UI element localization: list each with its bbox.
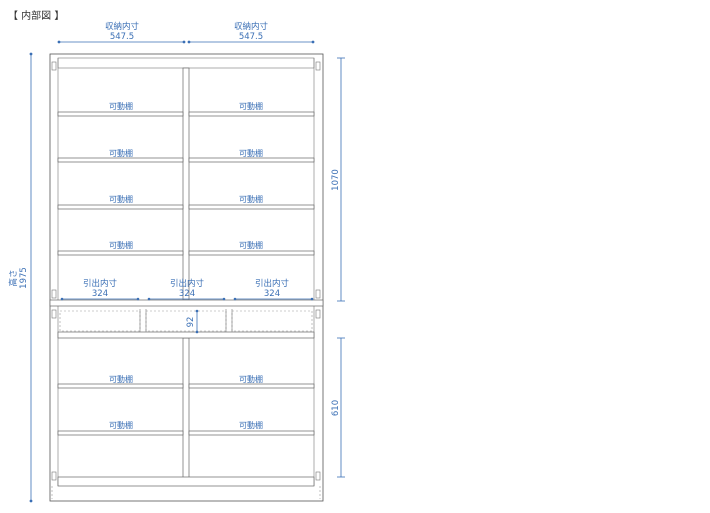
- drawer-2-dim-value: 324: [179, 289, 195, 299]
- top-left-dim-value: 547.5: [110, 32, 134, 42]
- shelf-label: 可動棚: [109, 101, 133, 111]
- shelf-label: 可動棚: [239, 148, 263, 158]
- height-dim-value: 1975: [19, 267, 29, 289]
- drawer-2-dim-label: 引出内寸: [170, 278, 205, 289]
- top-left-dim-label: 収納内寸: [105, 21, 140, 32]
- lower-section-dim-value: 610: [331, 400, 341, 416]
- cabinet-body: [49, 53, 324, 502]
- height-dimension: 高さ 1975: [8, 52, 33, 503]
- top-left-dimension: 収納内寸 547.5: [57, 21, 186, 44]
- shelf-label: 可動棚: [109, 240, 133, 250]
- top-right-dim-label: 収納内寸: [234, 21, 269, 32]
- drawer-1-dim-label: 引出内寸: [83, 278, 118, 289]
- drawer-dimensions: 引出内寸 324 引出内寸 324 引出内寸 324 92: [60, 278, 314, 334]
- drawer-height-dim-value: 92: [186, 317, 196, 328]
- lower-shelf-labels: 可動棚 可動棚 可動棚 可動棚: [109, 374, 263, 430]
- upper-section-dimension: 1070: [331, 57, 345, 302]
- drawer-3-dim-label: 引出内寸: [255, 278, 290, 289]
- shelf-label: 可動棚: [239, 240, 263, 250]
- shelf-label: 可動棚: [109, 148, 133, 158]
- shelf-label: 可動棚: [109, 194, 133, 204]
- height-dim-label: 高さ: [8, 269, 19, 286]
- drawer-row: [59, 309, 313, 332]
- shelf-label: 可動棚: [239, 420, 263, 430]
- top-right-dimension: 収納内寸 547.5: [187, 21, 315, 44]
- shelf-label: 可動棚: [109, 420, 133, 430]
- upper-section-dim-value: 1070: [331, 169, 341, 191]
- shelf-label: 可動棚: [239, 194, 263, 204]
- top-right-dim-value: 547.5: [239, 32, 263, 42]
- upper-shelf-labels: 可動棚 可動棚 可動棚 可動棚 可動棚 可動棚 可動棚 可動棚: [109, 101, 263, 250]
- diagram-title: 【 内部図 】: [8, 9, 64, 22]
- lower-section-dimension: 610: [331, 337, 345, 478]
- shelf-label: 可動棚: [239, 374, 263, 384]
- drawer-1-dim-value: 324: [92, 289, 108, 299]
- drawer-3-dim-value: 324: [264, 289, 280, 299]
- shelf-label: 可動棚: [239, 101, 263, 111]
- shelf-label: 可動棚: [109, 374, 133, 384]
